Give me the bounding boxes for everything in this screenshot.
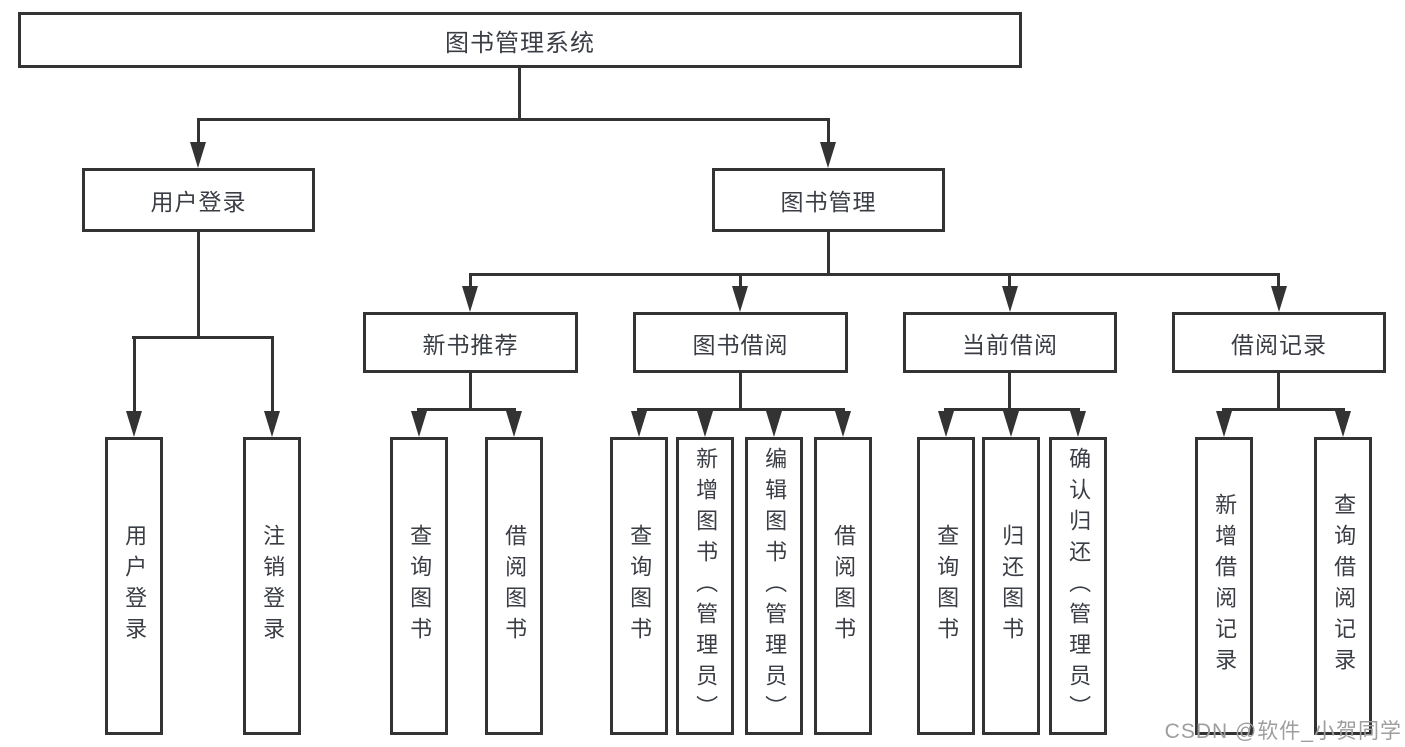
leaf-label: 查询图书: [407, 524, 433, 648]
connector-line: [1222, 408, 1345, 411]
leaf-label: 新增图书（管理员）: [693, 446, 719, 726]
arrowhead-down-icon: [835, 411, 851, 437]
arrowhead-down-icon: [126, 411, 142, 437]
connector-line: [739, 273, 742, 288]
node-book-borrow: 图书借阅: [633, 312, 848, 373]
leaf-label: 借阅图书: [831, 524, 857, 648]
leaf-user-login: 用户登录: [105, 437, 163, 735]
arrowhead-down-icon: [938, 411, 954, 437]
connector-line: [469, 273, 1280, 276]
leaf-label: 查询借阅记录: [1331, 493, 1357, 679]
connector-line: [197, 118, 830, 121]
arrowhead-down-icon: [1070, 411, 1086, 437]
node-book-management: 图书管理: [712, 168, 945, 232]
leaf-edit-book-admin: 编辑图书（管理员）: [745, 437, 803, 735]
leaf-query-book-recommend: 查询图书: [390, 437, 448, 735]
node-new-book-recommend: 新书推荐: [363, 312, 578, 373]
arrowhead-down-icon: [1216, 411, 1232, 437]
connector-line: [1008, 273, 1011, 288]
leaf-label: 查询图书: [934, 524, 960, 648]
arrowhead-down-icon: [1335, 411, 1351, 437]
connector-line: [739, 373, 742, 408]
leaf-label: 新增借阅记录: [1212, 493, 1238, 679]
leaf-borrow-book: 借阅图书: [814, 437, 872, 735]
leaf-label: 用户登录: [122, 524, 148, 648]
node-user-login: 用户登录: [82, 168, 315, 232]
leaf-label: 注销登录: [260, 524, 286, 648]
connector-line: [827, 118, 830, 144]
connector-line: [132, 336, 274, 339]
arrowhead-down-icon: [1271, 286, 1287, 312]
node-root: 图书管理系统: [18, 12, 1022, 68]
leaf-query-book-borrow: 查询图书: [610, 437, 668, 735]
connector-line: [469, 273, 472, 288]
arrowhead-down-icon: [462, 286, 478, 312]
leaf-logout: 注销登录: [243, 437, 301, 735]
node-borrow-records: 借阅记录: [1172, 312, 1386, 373]
leaf-borrow-book-recommend: 借阅图书: [485, 437, 543, 735]
connector-line: [637, 408, 845, 411]
leaf-query-book-current: 查询图书: [917, 437, 975, 735]
leaf-label: 查询图书: [627, 524, 653, 648]
arrowhead-down-icon: [264, 411, 280, 437]
connector-line: [518, 68, 521, 118]
leaf-label: 确认归还（管理员）: [1066, 446, 1092, 726]
connector-line: [944, 408, 1080, 411]
arrowhead-down-icon: [1003, 411, 1019, 437]
connector-line: [1277, 273, 1280, 288]
connector-line: [1277, 373, 1280, 408]
leaf-return-book: 归还图书: [982, 437, 1040, 735]
leaf-query-borrow-record: 查询借阅记录: [1314, 437, 1372, 735]
leaf-add-borrow-record: 新增借阅记录: [1195, 437, 1253, 735]
arrowhead-down-icon: [820, 142, 836, 168]
leaf-label: 借阅图书: [502, 524, 528, 648]
leaf-label: 归还图书: [999, 524, 1025, 648]
arrowhead-down-icon: [411, 411, 427, 437]
arrowhead-down-icon: [766, 411, 782, 437]
connector-line: [827, 232, 830, 273]
connector-line: [469, 373, 472, 408]
arrowhead-down-icon: [631, 411, 647, 437]
connector-line: [417, 408, 516, 411]
leaf-add-book-admin: 新增图书（管理员）: [676, 437, 734, 735]
arrowhead-down-icon: [732, 286, 748, 312]
connector-line: [271, 336, 274, 413]
arrowhead-down-icon: [506, 411, 522, 437]
arrowhead-down-icon: [697, 411, 713, 437]
arrowhead-down-icon: [190, 142, 206, 168]
connector-line: [197, 118, 200, 144]
leaf-label: 编辑图书（管理员）: [762, 446, 788, 726]
connector-line: [1008, 373, 1011, 408]
connector-line: [133, 336, 136, 413]
node-current-borrow: 当前借阅: [903, 312, 1117, 373]
csdn-watermark: CSDN @软件_小贺同学: [1164, 720, 1402, 743]
connector-line: [197, 232, 200, 336]
arrowhead-down-icon: [1002, 286, 1018, 312]
leaf-confirm-return-admin: 确认归还（管理员）: [1049, 437, 1107, 735]
